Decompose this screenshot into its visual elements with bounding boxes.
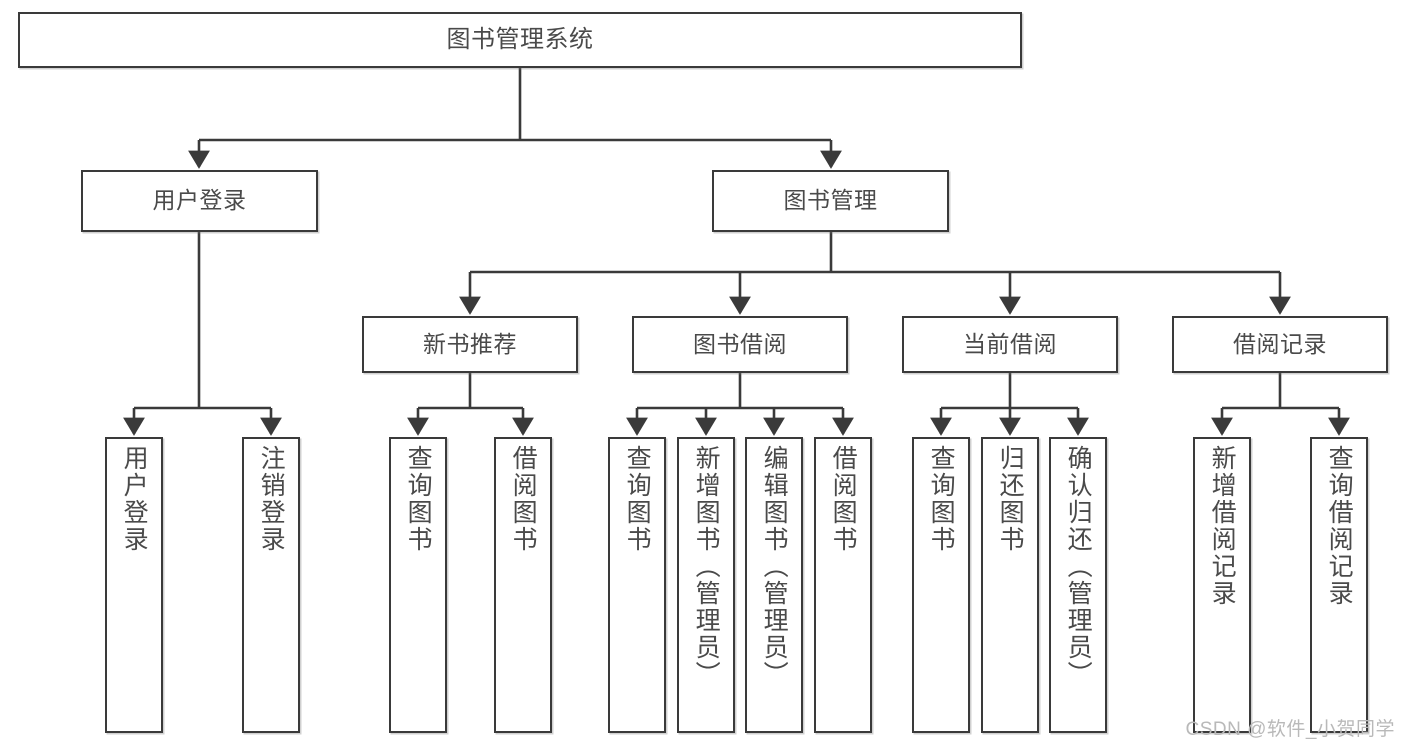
node-leaf-edit-book-admin[interactable]: 编辑图书（管理员） xyxy=(745,437,803,733)
node-label: 用户登录 xyxy=(152,187,247,214)
node-current-borrow[interactable]: 当前借阅 xyxy=(902,316,1118,373)
node-label: 图书借阅 xyxy=(693,330,787,357)
node-label: 查询图书 xyxy=(927,445,956,553)
node-label: 新增借阅记录 xyxy=(1208,445,1237,607)
node-leaf-user-login[interactable]: 用户登录 xyxy=(105,437,163,733)
node-book-management-system[interactable]: 图书管理系统 xyxy=(18,12,1022,68)
node-book-borrow[interactable]: 图书借阅 xyxy=(632,316,848,373)
node-leaf-query-book-current[interactable]: 查询图书 xyxy=(912,437,970,733)
node-label: 查询借阅记录 xyxy=(1325,445,1354,607)
node-label: 借阅图书 xyxy=(829,445,858,553)
node-user-login[interactable]: 用户登录 xyxy=(81,170,318,232)
node-label: 借阅记录 xyxy=(1233,330,1327,357)
node-label: 新增图书（管理员） xyxy=(692,445,721,688)
node-leaf-add-borrow-record[interactable]: 新增借阅记录 xyxy=(1193,437,1251,733)
node-new-book-recommend[interactable]: 新书推荐 xyxy=(362,316,578,373)
node-leaf-return-book[interactable]: 归还图书 xyxy=(981,437,1039,733)
node-borrow-record[interactable]: 借阅记录 xyxy=(1172,316,1388,373)
node-label: 归还图书 xyxy=(996,445,1025,553)
node-leaf-query-book-borrow[interactable]: 查询图书 xyxy=(608,437,666,733)
node-label: 当前借阅 xyxy=(963,330,1057,357)
node-label: 确认归还（管理员） xyxy=(1064,445,1093,688)
node-leaf-confirm-return-admin[interactable]: 确认归还（管理员） xyxy=(1049,437,1107,733)
watermark: CSDN @软件_小贺同学 xyxy=(1185,719,1395,740)
node-leaf-query-borrow-record[interactable]: 查询借阅记录 xyxy=(1310,437,1368,733)
node-leaf-borrow-book-recommend[interactable]: 借阅图书 xyxy=(494,437,552,733)
node-label: 用户登录 xyxy=(120,445,149,553)
node-leaf-logout[interactable]: 注销登录 xyxy=(242,437,300,733)
node-leaf-add-book-admin[interactable]: 新增图书（管理员） xyxy=(677,437,735,733)
node-label: 编辑图书（管理员） xyxy=(760,445,789,688)
node-leaf-query-book-recommend[interactable]: 查询图书 xyxy=(389,437,447,733)
node-label: 图书管理系统 xyxy=(446,25,594,53)
node-label: 新书推荐 xyxy=(423,330,517,357)
node-label: 图书管理 xyxy=(783,187,878,214)
node-leaf-borrow-book[interactable]: 借阅图书 xyxy=(814,437,872,733)
node-label: 注销登录 xyxy=(257,445,286,553)
node-label: 借阅图书 xyxy=(509,445,538,553)
node-label: 查询图书 xyxy=(623,445,652,553)
node-book-management[interactable]: 图书管理 xyxy=(712,170,949,232)
node-label: 查询图书 xyxy=(404,445,433,553)
